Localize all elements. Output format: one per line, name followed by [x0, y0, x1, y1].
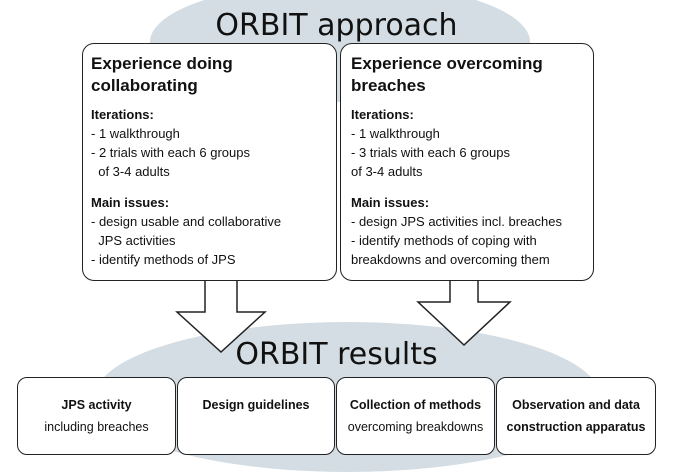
right-issue-item: - design JPS activities incl. breaches [351, 214, 562, 229]
left-issues-label: Main issues: [91, 195, 170, 210]
result-desc: overcoming breakdowns [347, 420, 484, 434]
left-iteration-item: of 3-4 adults [91, 164, 170, 179]
result-design-guidelines: Design guidelines [177, 377, 335, 455]
left-issue-item: JPS activities [91, 233, 176, 248]
right-down-arrow [416, 271, 512, 347]
right-box-title-line-2: breaches [351, 76, 426, 95]
left-issue-item: - design usable and collaborative [91, 214, 282, 229]
result-jps-activity: JPS activity including breaches [17, 377, 176, 455]
result-title: JPS activity [61, 398, 132, 412]
right-iteration-item: - 3 trials with each 6 groups [351, 145, 510, 160]
right-iteration-item: - 1 walkthrough [351, 126, 440, 141]
left-down-arrow [175, 271, 267, 354]
experience-doing-box: Experience doing collaborating Iteration… [82, 43, 337, 281]
left-iteration-item: - 2 trials with each 6 groups [91, 145, 250, 160]
right-issue-item: breakdowns and overcoming them [351, 252, 550, 267]
result-title: Design guidelines [202, 398, 310, 412]
result-title: Observation and data [512, 398, 640, 412]
experience-overcoming-box: Experience overcoming breaches Iteration… [340, 43, 594, 281]
approach-title: ORBIT approach [215, 8, 458, 43]
right-box-title-line-1: Experience overcoming [351, 54, 543, 73]
left-box-title-line-2: collaborating [91, 76, 198, 95]
results-title: ORBIT results [235, 337, 438, 372]
result-title: Collection of methods [349, 398, 482, 412]
left-box-title-line-1: Experience doing [91, 54, 233, 73]
left-issue-item: - identify methods of JPS [91, 252, 236, 267]
left-iterations-label: Iterations: [91, 107, 154, 122]
right-issues-label: Main issues: [351, 195, 430, 210]
result-desc: including breaches [44, 420, 149, 434]
right-issue-item: - identify methods of coping with [351, 233, 537, 248]
right-iteration-item: of 3-4 adults [351, 164, 423, 179]
result-collection-of-methods: Collection of methods overcoming breakdo… [336, 377, 495, 455]
result-observation-apparatus: Observation and data construction appara… [496, 377, 656, 455]
left-iteration-item: - 1 walkthrough [91, 126, 180, 141]
result-desc: construction apparatus [506, 420, 646, 434]
right-iterations-label: Iterations: [351, 107, 414, 122]
